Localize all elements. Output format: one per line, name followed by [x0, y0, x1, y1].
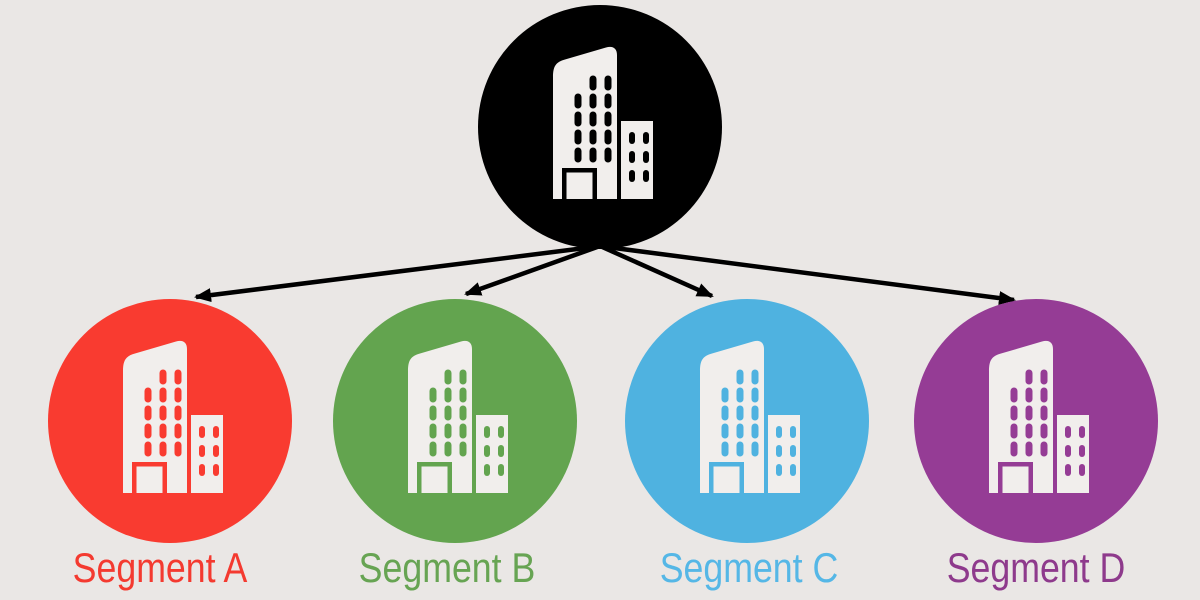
segment-b-label: Segment B: [358, 544, 536, 591]
arrow-to-segment-c: [599, 243, 714, 299]
building-icon: [914, 299, 1158, 543]
building-icon-slot: [48, 299, 292, 543]
building-icon-slot: [625, 299, 869, 543]
building-icon-slot: [914, 299, 1158, 543]
arrow-to-segment-a: [194, 243, 602, 303]
arrow-to-segment-d: [598, 243, 1016, 306]
segment-c-label: Segment C: [659, 544, 839, 591]
segment-d-node: [914, 299, 1158, 543]
segment-a-label: Segment A: [72, 544, 248, 591]
building-icon-slot: [478, 5, 722, 249]
root-company-node: [478, 5, 722, 249]
segment-a-node: [48, 299, 292, 543]
segment-b-node: [333, 299, 577, 543]
building-icon: [48, 299, 292, 543]
segment-d-label: Segment D: [946, 544, 1126, 591]
building-icon: [625, 299, 869, 543]
building-icon: [478, 5, 722, 249]
segment-c-node: [625, 299, 869, 543]
arrow-root-to-segments: [194, 243, 1016, 306]
arrow-to-segment-b: [464, 243, 601, 297]
building-icon-slot: [333, 299, 577, 543]
building-icon: [333, 299, 577, 543]
